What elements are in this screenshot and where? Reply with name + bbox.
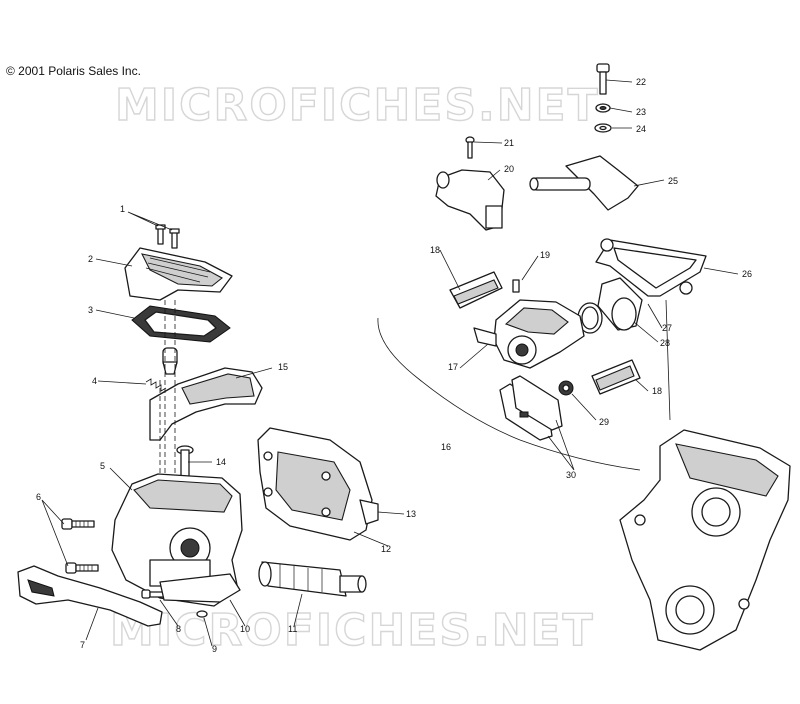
engine-case[interactable] [619,429,791,651]
brake-pad-part-18-upper[interactable] [449,271,503,309]
callout-9: 9 [212,644,217,654]
callout-23: 23 [636,107,646,117]
callout-28: 28 [660,338,670,348]
callout-16: 16 [441,442,451,452]
callout-6: 6 [36,492,41,502]
plunger-part[interactable] [162,347,178,375]
bolt-part-6-lower[interactable] [65,562,99,574]
bolt-part-22[interactable] [596,63,610,95]
brake-pad-part-18-lower[interactable] [591,359,641,395]
callout-27: 27 [662,323,672,333]
callout-25: 25 [668,176,678,186]
callout-24: 24 [636,124,646,134]
callout-22: 22 [636,77,646,87]
callout-29: 29 [599,417,609,427]
callout-19: 19 [540,250,550,260]
tab-part-13[interactable] [359,499,379,525]
bolt-part-8[interactable] [141,589,171,599]
frame-bracket-part-26[interactable] [595,238,707,297]
fitting-part-20[interactable] [435,169,505,231]
top-cover-part-2[interactable] [124,247,233,301]
callout-30: 30 [566,470,576,480]
leader-part-27 [665,299,671,421]
callout-5: 5 [100,461,105,471]
o-ring-part[interactable] [577,302,603,334]
callout-11: 11 [288,624,297,634]
callout-2: 2 [88,254,93,264]
callout-1: 1 [120,204,125,214]
watermark-bottom: MICROFICHES.NET [110,605,595,656]
pivot-pin-part-14[interactable] [176,445,194,481]
nut-part-23[interactable] [595,103,611,113]
callout-21: 21 [504,138,514,148]
screw-part-19[interactable] [512,279,520,293]
spring-part-4[interactable] [145,378,167,392]
callout-14: 14 [216,457,226,467]
callout-12: 12 [381,544,391,554]
throttle-lever-part-15[interactable] [149,367,263,441]
screw-part-21[interactable] [465,136,475,159]
bolt-part-6-upper[interactable] [61,518,95,530]
callout-13: 13 [406,509,416,519]
callout-3: 3 [88,305,93,315]
leader-part-16 [377,317,641,471]
caliper-part-17[interactable] [473,299,585,369]
callout-7: 7 [80,640,85,650]
callout-17: 17 [448,362,458,372]
brake-pad-pair-part-30[interactable] [499,375,563,441]
copyright-text: © 2001 Polaris Sales Inc. [6,64,141,78]
lower-cover-part-10[interactable] [159,573,241,603]
grip-tube-part-11[interactable] [258,561,367,597]
watermark-top: MICROFICHES.NET [115,80,600,131]
gasket-part-3[interactable] [131,305,231,343]
callout-26: 26 [742,269,752,279]
nut-part-29[interactable] [558,380,574,396]
bracket-tube-part-25[interactable] [529,155,639,211]
brake-lever-part-7[interactable] [17,565,163,627]
callout-8: 8 [176,624,181,634]
housing-part-5[interactable] [111,473,243,607]
callout-4: 4 [92,376,97,386]
callout-18-lower: 18 [652,386,662,396]
cover-plate-part-12[interactable] [257,427,373,541]
callout-10: 10 [240,624,250,634]
callout-18-upper: 18 [430,245,440,255]
callout-20: 20 [504,164,514,174]
washer-part-24[interactable] [594,123,612,133]
clip-part-9[interactable] [196,610,208,618]
callout-15: 15 [278,362,288,372]
leader-lines [41,79,739,647]
